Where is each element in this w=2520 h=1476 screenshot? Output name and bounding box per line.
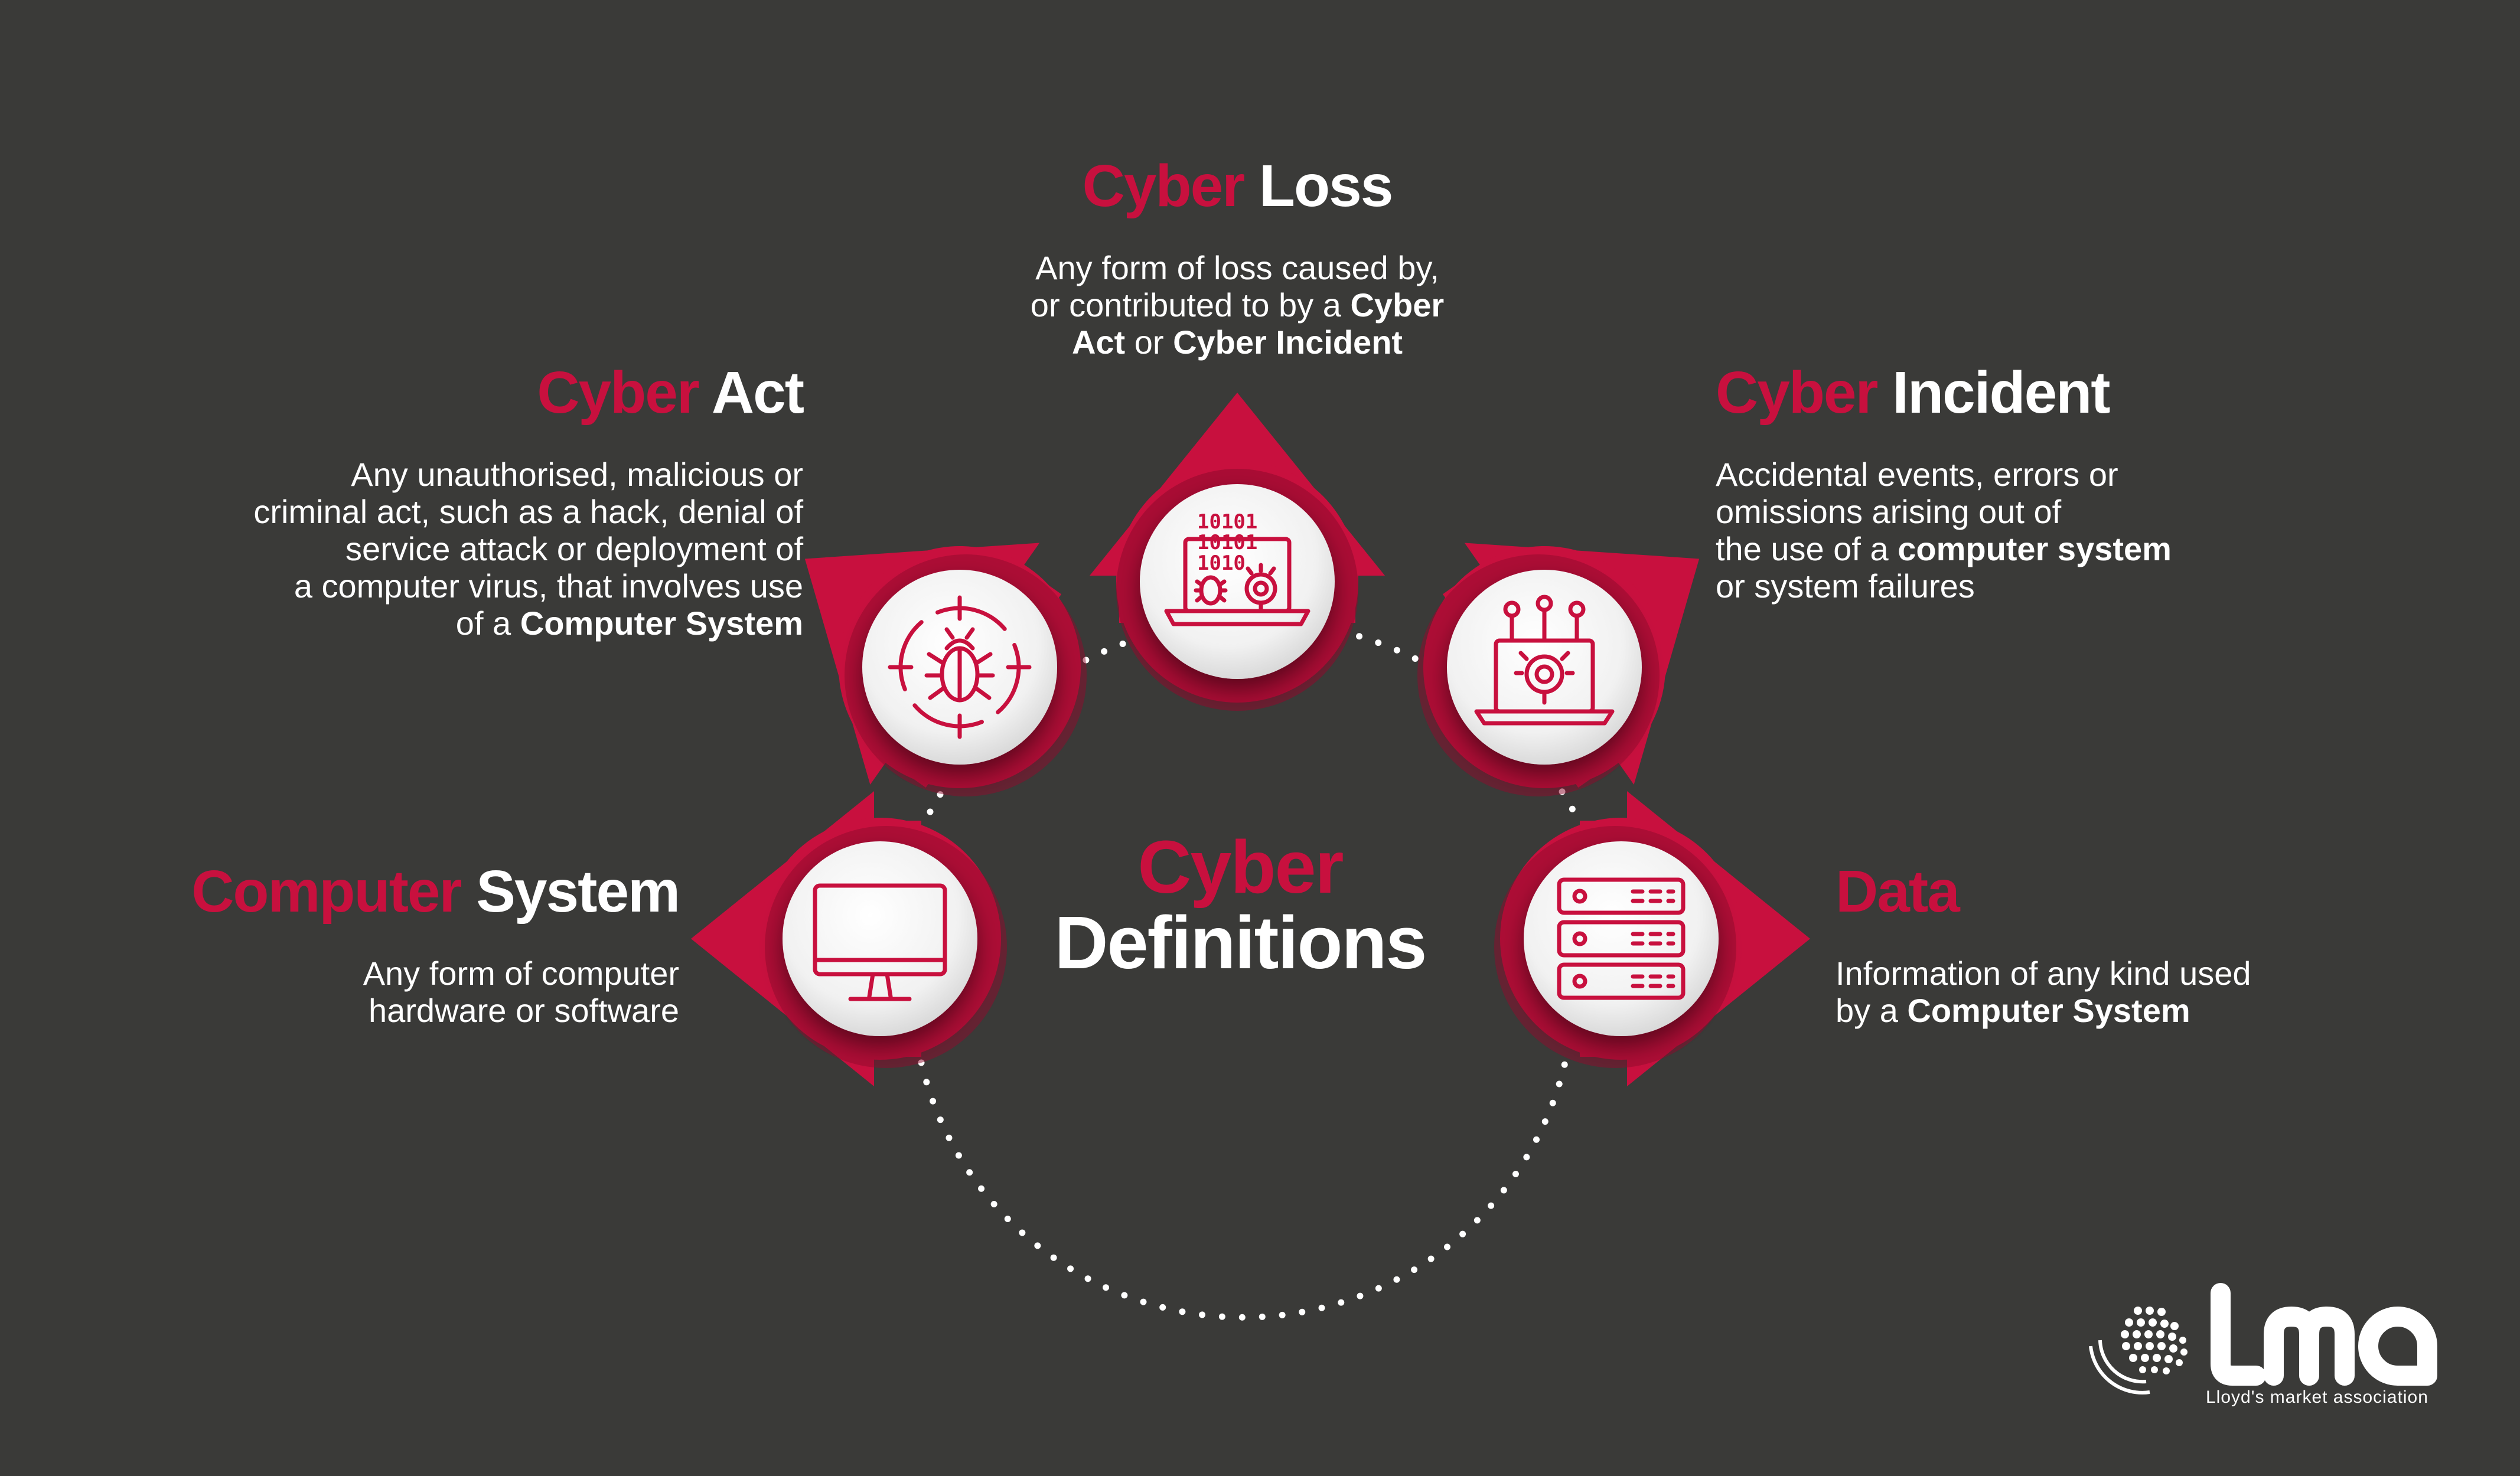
node-computer-system xyxy=(691,791,1007,1086)
lma-logo: Lloyd's market association xyxy=(2079,1275,2457,1429)
description-text: by a xyxy=(1836,992,1908,1029)
description-text: Any unauthorised, malicious or xyxy=(351,456,803,493)
description-text: Any form of loss caused by, xyxy=(1035,249,1439,286)
description-bold: Cyber xyxy=(1350,286,1445,324)
description-line: a computer virus, that involves use xyxy=(171,567,803,605)
description-line: criminal act, such as a hack, denial of xyxy=(171,493,803,530)
description-text: the use of a xyxy=(1716,530,1898,567)
title-accent: Cyber xyxy=(1082,153,1245,219)
node-cyber-act xyxy=(804,543,1087,796)
description-text: hardware or software xyxy=(368,992,679,1029)
svg-text:1010: 1010 xyxy=(1197,551,1246,575)
node-data xyxy=(1494,791,1810,1086)
description-text: or xyxy=(1125,324,1173,361)
node-title: Cyber Loss xyxy=(969,154,1506,218)
logo-tagline: Lloyd's market association xyxy=(2206,1387,2428,1407)
description-text: service attack or deployment of xyxy=(345,530,803,567)
svg-text:10101: 10101 xyxy=(1197,531,1257,554)
bug-target-icon xyxy=(888,595,1032,739)
label-cyber-loss: Cyber Loss Any form of loss caused by,or… xyxy=(969,154,1506,361)
title-rest: Incident xyxy=(1892,360,2110,426)
description-text: criminal act, such as a hack, denial of xyxy=(253,493,803,530)
description-text: a computer virus, that involves use xyxy=(294,567,803,605)
node-title: Cyber Incident xyxy=(1716,360,2306,425)
description-line: by a Computer System xyxy=(1836,992,2367,1029)
node-title: Cyber Act xyxy=(171,360,804,426)
node-disc xyxy=(1140,484,1335,679)
title-rest: Loss xyxy=(1259,153,1393,219)
description-text: omissions arising out of xyxy=(1716,493,2062,530)
description-line: the use of a computer system xyxy=(1716,530,2306,567)
node-cyber-loss: 10101 10101 1010 xyxy=(1090,393,1385,711)
description-line: Information of any kind used xyxy=(1836,955,2367,992)
description-line: Act or Cyber Incident xyxy=(969,324,1506,361)
node-title: Computer System xyxy=(148,858,680,925)
description-bold: Cyber Incident xyxy=(1173,324,1403,361)
description-text: Information of any kind used xyxy=(1836,955,2251,992)
node-description: Any form of loss caused by,or contribute… xyxy=(969,249,1506,361)
svg-text:10101: 10101 xyxy=(1197,510,1257,534)
description-line: Any unauthorised, malicious or xyxy=(171,456,803,493)
description-bold: Computer System xyxy=(520,605,803,642)
description-line: omissions arising out of xyxy=(1716,493,2306,530)
node-disc xyxy=(1524,841,1719,1036)
center-title: Cyber Definitions xyxy=(980,830,1500,981)
description-bold: Act xyxy=(1071,324,1126,361)
node-cyber-incident xyxy=(1417,543,1700,796)
center-title-line1: Cyber xyxy=(1137,825,1344,909)
title-accent: Cyber xyxy=(537,360,699,426)
title-accent: Cyber xyxy=(1716,360,1878,426)
description-text: of a xyxy=(455,605,520,642)
label-cyber-incident: Cyber Incident Accidental events, errors… xyxy=(1716,360,2306,605)
center-title-line2: Definitions xyxy=(1054,901,1427,984)
description-text: or system failures xyxy=(1716,567,1975,605)
lma-globe-logo-icon xyxy=(2089,1283,2437,1395)
title-rest: Act xyxy=(711,360,804,426)
description-text: or contributed to by a xyxy=(1030,286,1351,324)
description-text: Any form of computer xyxy=(363,955,679,992)
description-line: service attack or deployment of xyxy=(171,530,803,567)
title-rest: System xyxy=(476,858,680,925)
description-line: hardware or software xyxy=(148,992,679,1029)
description-line: of a Computer System xyxy=(171,605,803,642)
laptop-alert-icon xyxy=(1474,595,1615,726)
laptop-binary-bug-icon: 10101 10101 1010 xyxy=(1164,510,1310,626)
node-title: Data xyxy=(1836,859,2367,924)
description-line: or contributed to by a Cyber xyxy=(969,286,1506,324)
description-line: or system failures xyxy=(1716,567,2306,605)
label-cyber-act: Cyber Act Any unauthorised, malicious or… xyxy=(171,360,804,642)
description-bold: computer system xyxy=(1898,530,2172,567)
title-accent: Computer xyxy=(191,858,462,925)
title-accent: Data xyxy=(1836,858,1960,925)
description-line: Any form of computer xyxy=(148,955,679,992)
monitor-icon xyxy=(813,883,947,1001)
description-bold: Computer System xyxy=(1907,992,2190,1029)
description-line: Any form of loss caused by, xyxy=(969,249,1506,286)
description-line: Accidental events, errors or xyxy=(1716,456,2306,493)
description-text: Accidental events, errors or xyxy=(1716,456,2118,493)
server-icon xyxy=(1557,877,1686,1000)
node-disc xyxy=(783,841,977,1036)
